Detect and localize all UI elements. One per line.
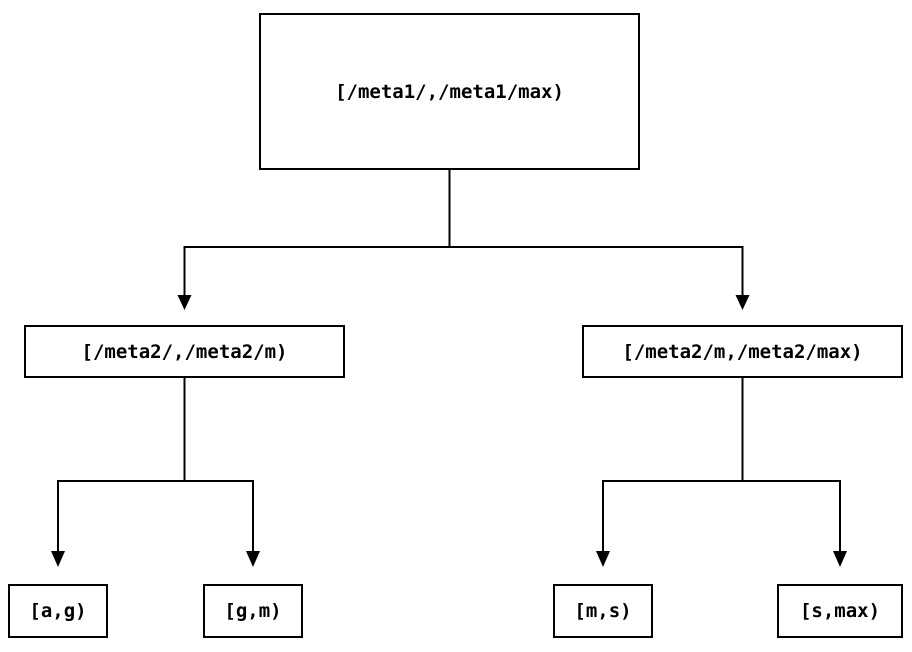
node-leaf-gm-label: [g,m) [224, 600, 282, 622]
node-right-child: [/meta2/m,/meta2/max) [582, 325, 903, 378]
arrow-down-icon [833, 551, 847, 567]
node-left-child-label: [/meta2/,/meta2/m) [81, 340, 288, 363]
node-leaf-ms-label: [m,s) [574, 600, 632, 622]
node-leaf-ag: [a,g) [8, 584, 108, 638]
node-leaf-ag-label: [a,g) [29, 600, 87, 622]
node-left-child: [/meta2/,/meta2/m) [24, 325, 345, 378]
node-leaf-smax: [s,max) [777, 584, 903, 638]
arrow-down-icon [596, 551, 610, 567]
node-leaf-gm: [g,m) [203, 584, 303, 638]
arrow-down-icon [177, 295, 192, 310]
arrow-down-icon [51, 551, 65, 567]
node-root-label: [/meta1/,/meta1/max) [335, 80, 564, 103]
node-leaf-ms: [m,s) [553, 584, 653, 638]
arrow-down-icon [735, 295, 750, 310]
node-root: [/meta1/,/meta1/max) [259, 13, 640, 170]
node-right-child-label: [/meta2/m,/meta2/max) [622, 340, 863, 363]
node-leaf-smax-label: [s,max) [799, 600, 881, 622]
arrow-down-icon [246, 551, 260, 567]
